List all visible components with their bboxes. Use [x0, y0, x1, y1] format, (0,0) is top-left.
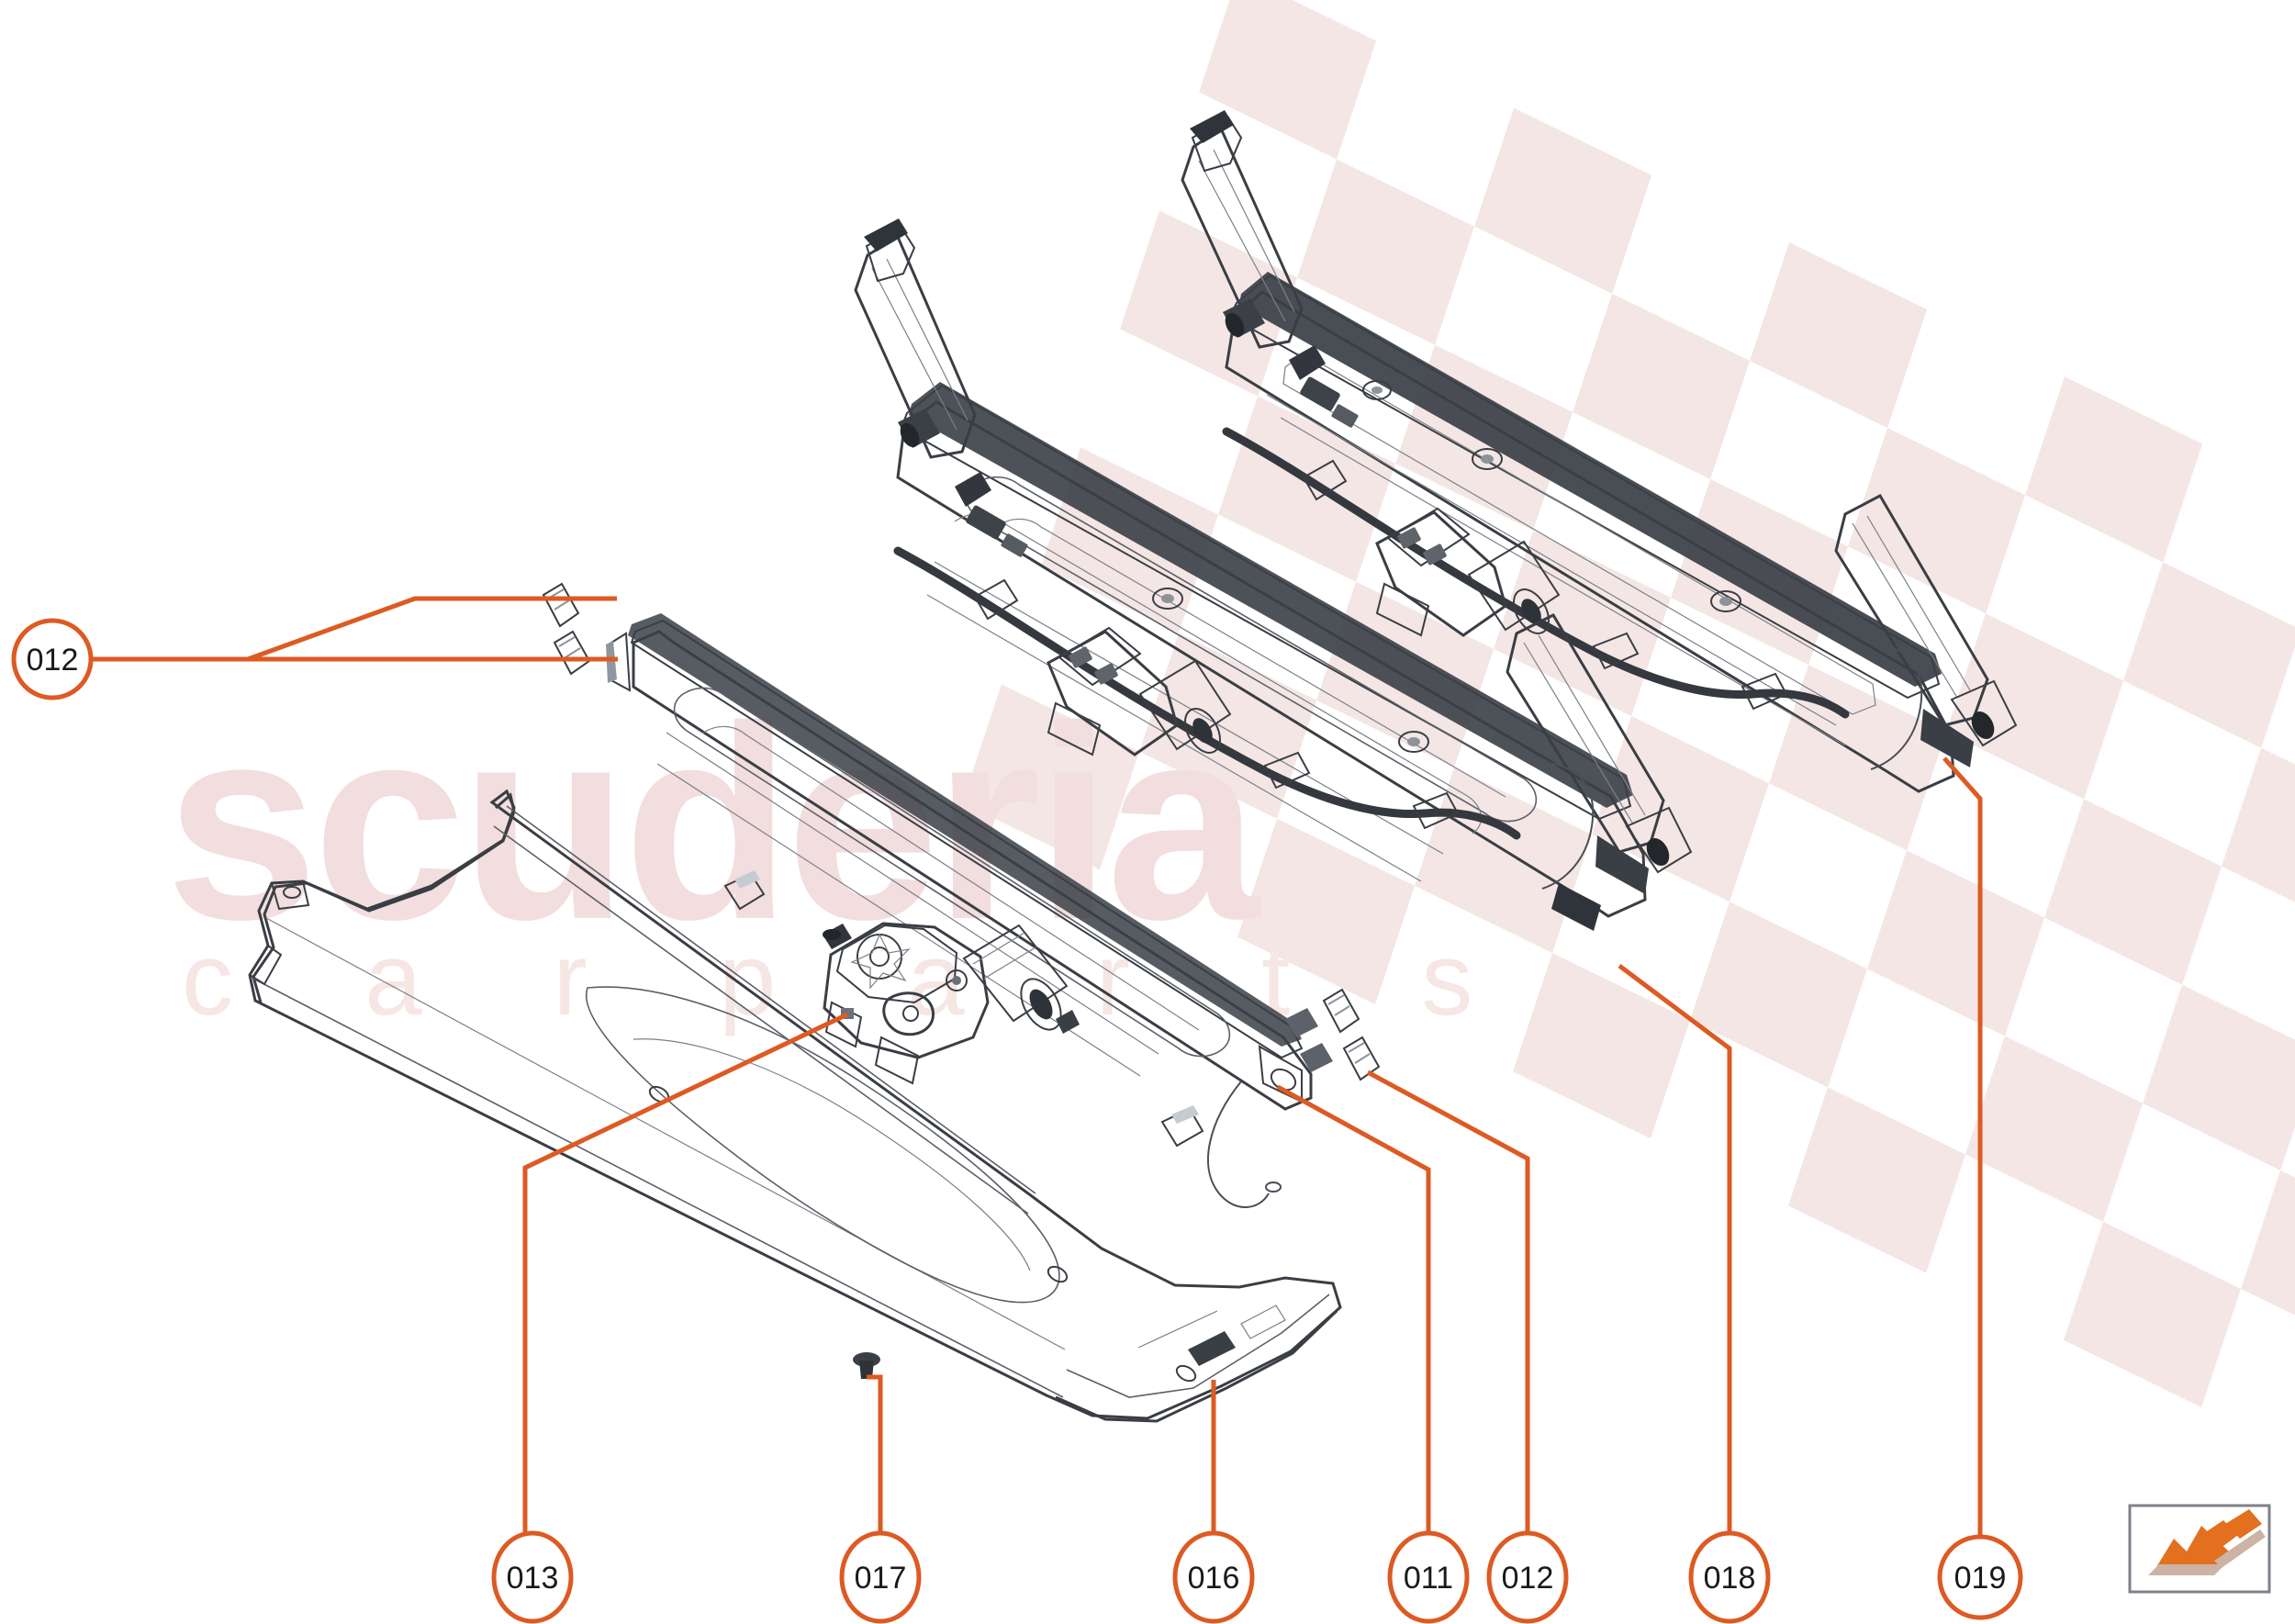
- callout-012-left[interactable]: 012: [11, 618, 94, 700]
- callout-019[interactable]: 019: [1937, 1534, 2023, 1620]
- actuator-module-right: [1375, 507, 1561, 637]
- leader-lines: [91, 596, 1983, 1535]
- wiring-harness-left: [893, 546, 1429, 819]
- leader-017: [867, 1374, 883, 1533]
- leader-011: [1276, 1084, 1431, 1533]
- callout-label: 012: [27, 643, 79, 678]
- callout-016[interactable]: 016: [1172, 1530, 1255, 1624]
- callout-017[interactable]: 017: [839, 1530, 922, 1624]
- leader-019: [1942, 756, 1983, 1535]
- callout-label: 011: [1404, 1561, 1453, 1596]
- lower-cowl-water-deflector: [248, 789, 1342, 1423]
- callout-013[interactable]: 013: [491, 1530, 574, 1624]
- callout-label: 019: [1954, 1561, 2007, 1596]
- part-019-roof-frame-right: [1181, 110, 2018, 793]
- part-018-roof-frame-left: [854, 218, 1693, 931]
- wiring-harness-right: [1222, 427, 1758, 700]
- leader-012-bottom: [1366, 1070, 1530, 1533]
- hinge-arm-right-front: [1834, 494, 2018, 767]
- part-017-rivet-screw: [853, 1352, 880, 1379]
- callout-label: 017: [855, 1561, 907, 1596]
- hinge-arm-right-rear: [1181, 110, 1304, 349]
- part-011-012-pins-bottom: [1322, 988, 1381, 1081]
- callout-011[interactable]: 011: [1387, 1530, 1470, 1624]
- leader-013: [522, 1012, 849, 1533]
- harness-clips-small: [723, 870, 1204, 1148]
- part-016-cowl-cover-panel: [606, 613, 1333, 1208]
- callout-018[interactable]: 018: [1688, 1530, 1771, 1624]
- leader-012-left-upper: [247, 596, 617, 662]
- leader-018: [1618, 964, 1732, 1533]
- callout-label: 018: [1704, 1561, 1756, 1596]
- callout-label: 013: [507, 1561, 559, 1596]
- watermark-sub: c a r p a r t s: [182, 922, 1524, 1036]
- flag-logo-icon: [2148, 1509, 2266, 1575]
- hinge-arm-left-front: [1506, 613, 1693, 931]
- part-012-roller-pins-top: [542, 582, 591, 676]
- callout-label: 016: [1188, 1561, 1240, 1596]
- scuderia-flag-logo-badge[interactable]: [2128, 1504, 2271, 1594]
- hinge-arm-left-rear: [854, 218, 977, 459]
- callout-label: 012: [1502, 1561, 1554, 1596]
- part-013-drive-motor: [823, 922, 1080, 1085]
- actuator-module-left: [1047, 626, 1232, 756]
- callout-012-bottom[interactable]: 012: [1486, 1530, 1569, 1624]
